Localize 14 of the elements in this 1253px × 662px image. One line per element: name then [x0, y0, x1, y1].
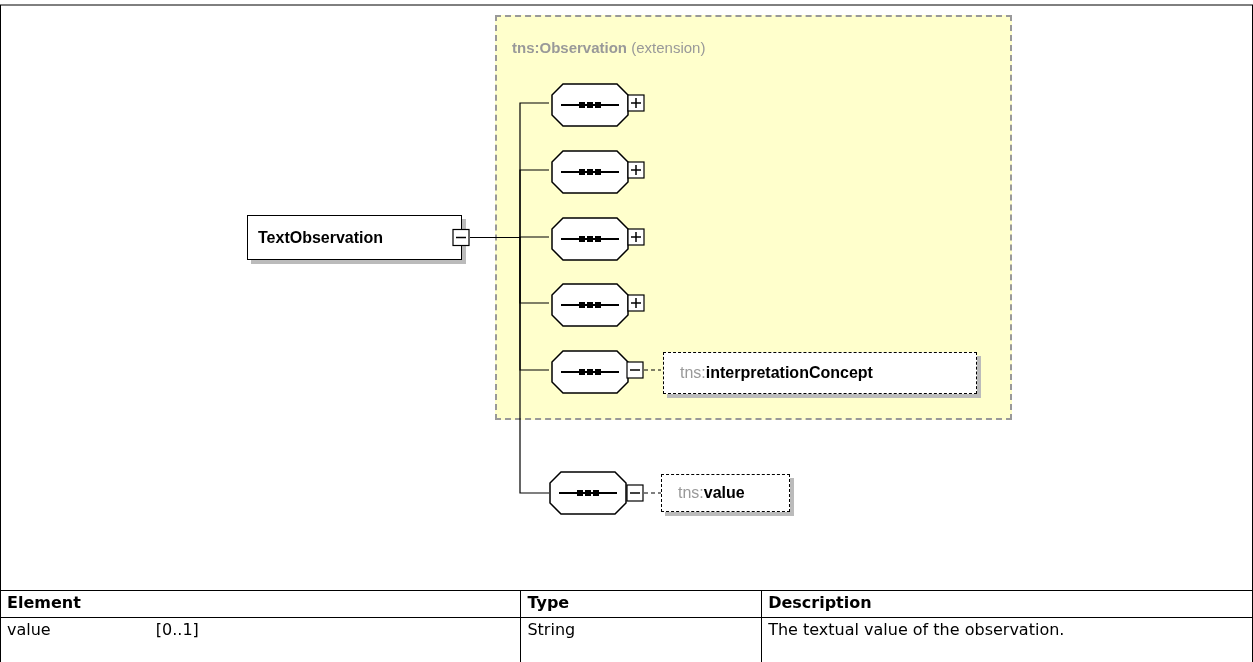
header-cell: Description [761, 590, 1253, 618]
sequence-compositor [551, 350, 629, 394]
connector-line [643, 492, 662, 494]
connector-line [643, 369, 662, 371]
header-cell: Element [0, 590, 521, 618]
sequence-compositor [551, 283, 629, 327]
sequence-compositor [551, 83, 629, 127]
sequence-compositor [551, 150, 629, 194]
extension-group-box [495, 15, 1012, 420]
header-cell: Type [520, 590, 762, 618]
sequence-compositor [549, 471, 627, 515]
group-title: tns:Observation (extension) [512, 39, 706, 56]
sequence-compositor [551, 217, 629, 261]
table-cell: value [0..1] [0, 617, 521, 662]
